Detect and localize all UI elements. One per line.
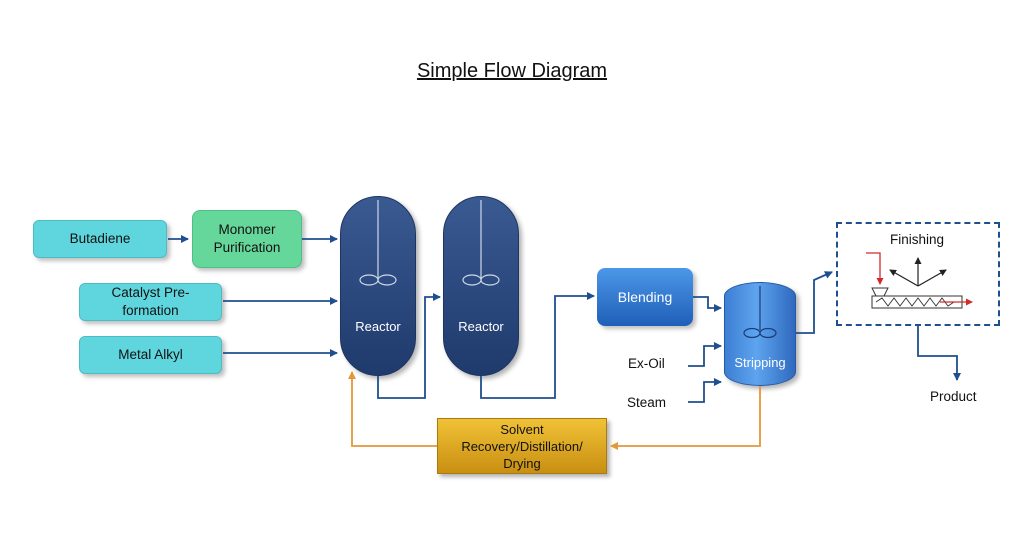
catalyst-preformation-label-2: formation	[122, 303, 179, 318]
reactor-1-label: Reactor	[355, 319, 401, 334]
metal-alkyl-box[interactable]: Metal Alkyl	[79, 336, 222, 374]
arrow-steam-to-stripping	[688, 378, 722, 403]
solvent-recovery-box[interactable]: Solvent Recovery/Distillation/ Drying	[437, 418, 607, 474]
monomer-purification-label-2: Purification	[213, 240, 281, 255]
diagram-title: Simple Flow Diagram	[416, 60, 608, 82]
arrow-reactor1-to-reactor2	[377, 293, 441, 399]
catalyst-preformation-label-1: Catalyst Pre-	[111, 285, 190, 300]
stripping-label: Stripping	[734, 355, 786, 370]
finishing-box[interactable]: Finishing	[836, 222, 1000, 326]
solvent-recovery-label-3: Drying	[503, 455, 541, 471]
solvent-recovery-label-2: Recovery/Distillation/	[461, 438, 583, 454]
catalyst-preformation-box[interactable]: Catalyst Pre- formation	[79, 283, 222, 321]
monomer-purification-box[interactable]: Monomer Purification	[192, 210, 302, 268]
butadiene-label: Butadiene	[69, 231, 131, 246]
arrow-stripping-to-finishing	[796, 271, 833, 334]
arrow-blending-to-stripping	[693, 296, 722, 312]
monomer-purification-label-1: Monomer	[218, 222, 276, 237]
metal-alkyl-label: Metal Alkyl	[118, 347, 183, 362]
arrow-finishing-to-product	[917, 326, 961, 381]
steam-label: Steam	[627, 395, 667, 410]
stripping-agitator-icon	[743, 286, 777, 339]
solvent-recovery-label-1: Solvent	[500, 421, 544, 437]
finishing-label: Finishing	[890, 232, 945, 247]
blending-label: Blending	[617, 289, 673, 305]
reactor-1-agitator-icon	[359, 200, 397, 286]
blending-box[interactable]: Blending	[597, 268, 693, 326]
extruder-icon	[866, 252, 973, 309]
arrow-reactor2-to-blending	[480, 292, 595, 399]
arrow-stripping-to-solvent	[610, 386, 761, 450]
arrow-solvent-to-reactor	[348, 371, 437, 447]
reactor-2-label: Reactor	[458, 319, 504, 334]
arrow-exoil-to-stripping	[688, 342, 722, 367]
reactor-2-agitator-icon	[462, 200, 500, 286]
product-label: Product	[930, 389, 977, 404]
ex-oil-label: Ex-Oil	[628, 356, 665, 371]
butadiene-box[interactable]: Butadiene	[33, 220, 167, 258]
